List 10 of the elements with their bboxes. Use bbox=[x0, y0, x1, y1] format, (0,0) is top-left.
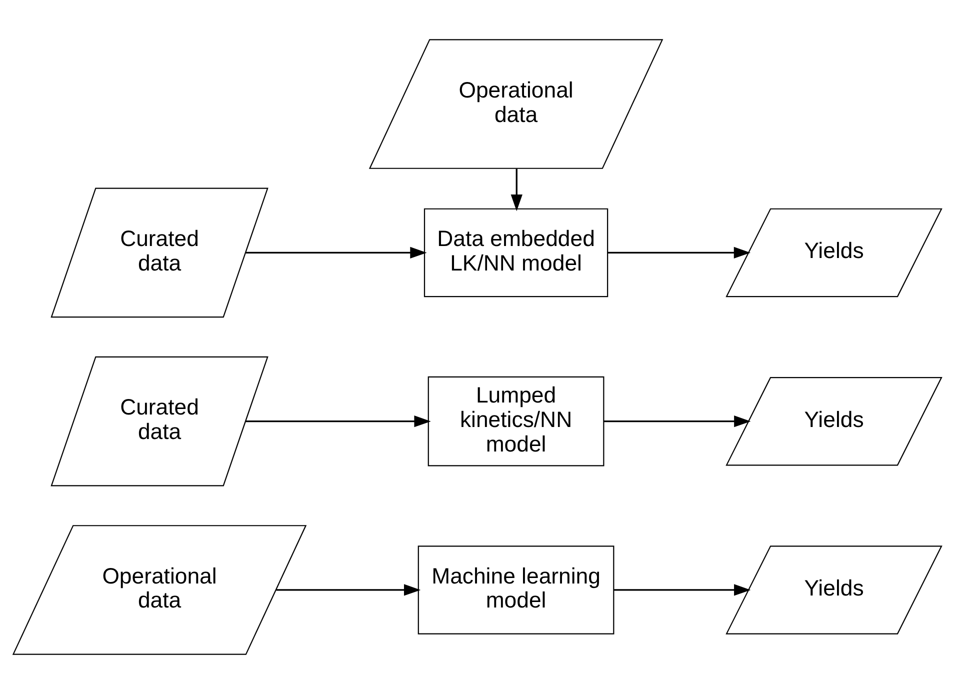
arrow bbox=[614, 584, 750, 596]
arrow bbox=[607, 246, 750, 258]
arrow bbox=[603, 415, 750, 427]
node-box: Lumped kinetics/NN model bbox=[427, 376, 604, 466]
node-box: Machine learning model bbox=[417, 545, 614, 634]
node-box: Data embedded LK/NN model bbox=[423, 208, 608, 297]
arrow bbox=[245, 415, 430, 427]
arrow bbox=[510, 168, 522, 211]
arrow bbox=[276, 584, 420, 596]
arrow bbox=[245, 246, 426, 258]
